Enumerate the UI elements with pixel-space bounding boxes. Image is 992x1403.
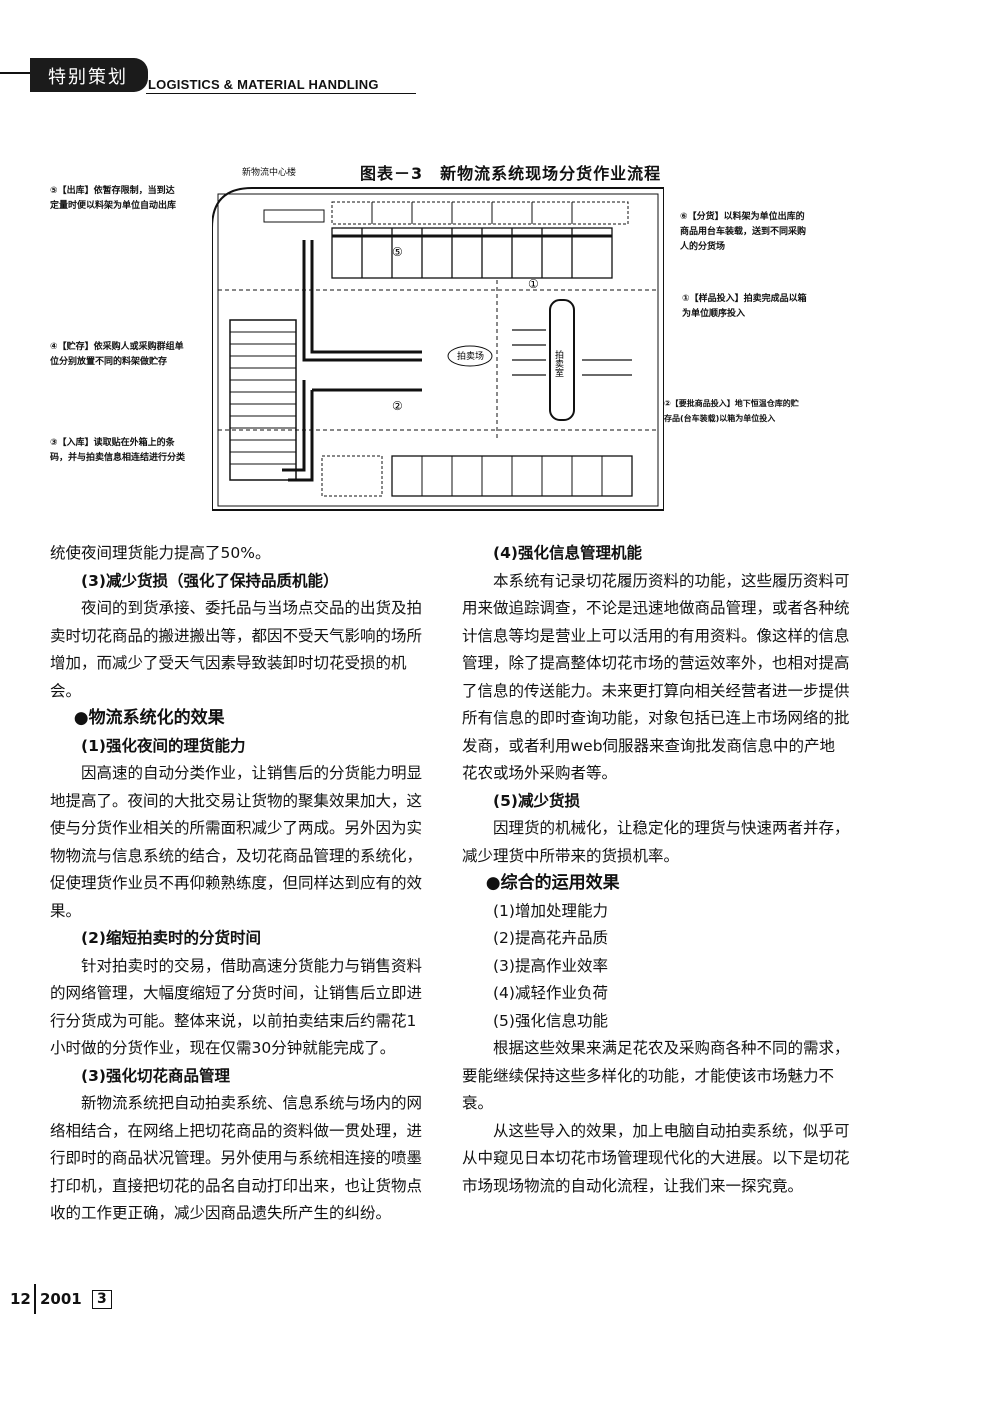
annotation-sorting: ⑥【分货】以料架为单位出库的 商品用台车装载，送到不同采购 人的分货场 [680, 212, 807, 252]
marker-2: ② [392, 399, 403, 413]
list-item: (3)提高作业效率 [493, 956, 608, 975]
annotation-storage: ④【贮存】依采购人或采购群组单 位分别放置不同的料架做贮存 [50, 342, 184, 367]
footer-divider [34, 1284, 36, 1314]
magazine-name: LOGISTICS & MATERIAL HANDLING [148, 77, 379, 92]
conveyor-loop [282, 234, 612, 482]
building-outline [212, 187, 664, 511]
list-item: (2)提高花卉品质 [493, 929, 608, 947]
bottom-rack-row [321, 455, 633, 497]
section-heading: ●物流系统化的效果 [73, 708, 225, 728]
section-title: 特别策划 [48, 67, 128, 88]
paragraph: 新物流系统把自动拍卖系统、信息系统与场内的网络相结合，在网络上把切花商品的资料做… [50, 1094, 423, 1222]
list-item: (1)增加处理能力 [493, 901, 608, 920]
page-number: 12 [10, 1290, 31, 1308]
left-column: 统使夜间理货能力提高了50%。 (3)减少货损（强化了保持品质机能） 夜间的到货承接… [50, 540, 428, 1228]
paragraph: 本系统有记录切花履历资料的功能，这些履历资料可用来做追踪调查，不论是迅速地做商品… [462, 571, 850, 783]
figure-title: 图表－3 新物流系统现场分货作业流程 [360, 164, 662, 183]
figure-building-label: 新物流中心楼 [242, 168, 297, 178]
building-inner-outline [217, 193, 659, 507]
annotation-outbound: ⑤【出库】依暂存限制，当到达 定量时便以料架为单位自动出库 [50, 186, 177, 211]
input-arrows [512, 329, 632, 376]
auction-machine-box [549, 299, 575, 421]
auction-machine-label: 拍卖室 [553, 349, 564, 377]
section-heading: ●综合的运用效果 [485, 873, 620, 893]
paragraph: 根据这些效果来满足花农及采购商各种不同的需求，要能继续保持这些多样化的功能，才能… [462, 1039, 850, 1112]
top-room [263, 209, 325, 223]
paragraph: 因高速的自动分类作业，让销售后的分货能力明显地提高了。夜间的大批交易让货物的聚集… [50, 764, 423, 920]
right-column: (4)强化信息管理机能本系统有记录切花履历资料的功能，这些履历资料可用来做追踪调… [462, 540, 850, 1200]
storage-racks [229, 319, 297, 481]
auction-hall-ellipse [447, 345, 493, 367]
list-item: (4)减轻作业负荷 [493, 984, 608, 1002]
subheading: (5)减少货损 [493, 791, 580, 810]
header-rule-left [0, 72, 38, 74]
paragraph: 针对拍卖时的交易，借助高速分货能力与销售资料的网络管理，大幅度缩短了分货时间，让… [50, 956, 423, 1058]
header-rule [146, 93, 416, 94]
auction-hall-label: 拍卖场 [457, 350, 484, 362]
subheading: (2)缩短拍卖时的分货时间 [81, 929, 261, 947]
subheading: (3)减少货损（强化了保持品质机能） [81, 571, 339, 590]
list-item: (5)强化信息功能 [493, 1011, 608, 1030]
annotation-inbound: ③【入库】读取贴在外箱上的条 码，并与拍卖信息相连结进行分类 [50, 438, 186, 463]
subheading: (1)强化夜间的理货能力 [81, 736, 246, 755]
annotation-bulk-input: ②【要批商品投入】地下恒温仓库的贮 存品(台车装载)以箱为单位投入 [664, 399, 799, 423]
paragraph: 夜间的到货承接、委托品与当场点交品的出货及拍卖时切花商品的搬进搬出等，都因不受天… [50, 599, 423, 700]
top-rack-row [331, 201, 629, 225]
subheading: (4)强化信息管理机能 [493, 544, 642, 562]
issue-number: 3 [92, 1290, 112, 1309]
marker-1: ① [528, 277, 539, 291]
annotation-sample-input: ①【样品投入】拍卖完成品以箱 为单位顺序投入 [682, 294, 807, 319]
paragraph: 统使夜间理货能力提高了50%。 [50, 544, 271, 562]
paragraph: 从这些导入的效果，加上电脑自动拍卖系统，似乎可从中窥见日本切花市场管理现代化的大… [462, 1121, 850, 1195]
marker-5: ⑤ [392, 245, 403, 259]
subheading: (3)强化切花商品管理 [81, 1066, 230, 1085]
section-tab: 特别策划 [30, 58, 148, 92]
floor-plan-diagram: 拍卖场 拍卖室 ⑤ ① ② [212, 187, 664, 511]
issue-year: 2001 [40, 1290, 82, 1308]
paragraph: 因理货的机械化，让稳定化的理货与快速两者并存，减少理货中所带来的货损机率。 [462, 819, 850, 865]
grid-dashes [218, 280, 658, 440]
